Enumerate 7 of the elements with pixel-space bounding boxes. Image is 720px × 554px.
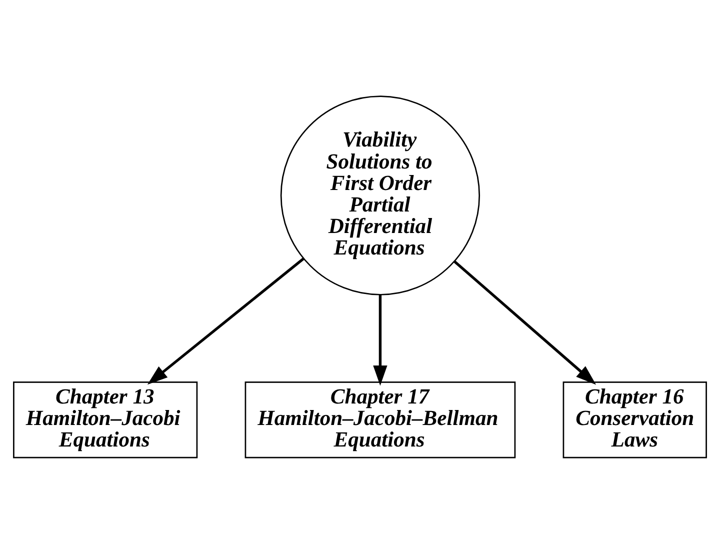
node-box: Chapter 17 Hamilton–Jacobi–Bellman Equations: [244, 381, 516, 458]
arrow: [147, 258, 304, 385]
node-circle: Viability Solutions to First Order Partial Differential Equations: [280, 96, 480, 296]
node-box: Chapter 16 Conservation Laws: [562, 381, 707, 458]
arrow: [373, 294, 388, 386]
node-box: Chapter 13 Hamilton–Jacobi Equations: [13, 381, 198, 458]
arrow: [454, 260, 596, 385]
